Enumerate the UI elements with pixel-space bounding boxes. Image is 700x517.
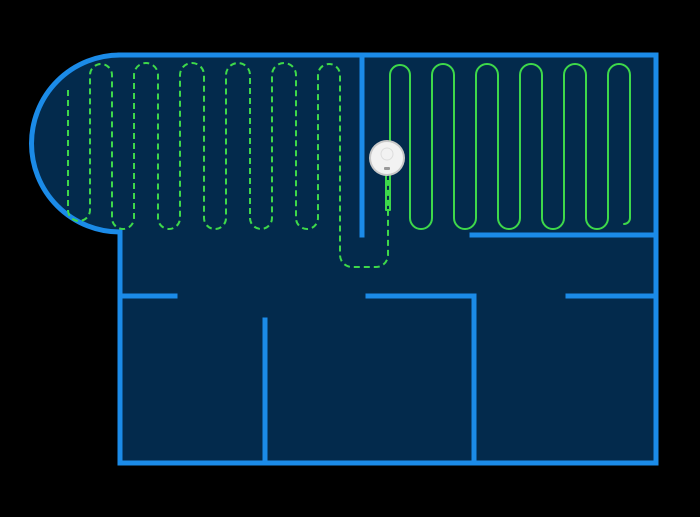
outer-wall xyxy=(29,52,659,466)
cleaned-path xyxy=(385,63,631,230)
robot-lidar-dome xyxy=(380,147,394,161)
planned-path xyxy=(67,62,389,268)
robot-vacuum-icon[interactable] xyxy=(369,140,405,176)
robot-sensor xyxy=(384,167,390,170)
floor-area xyxy=(31,55,657,463)
robot-body xyxy=(371,142,403,174)
walls xyxy=(29,52,659,466)
